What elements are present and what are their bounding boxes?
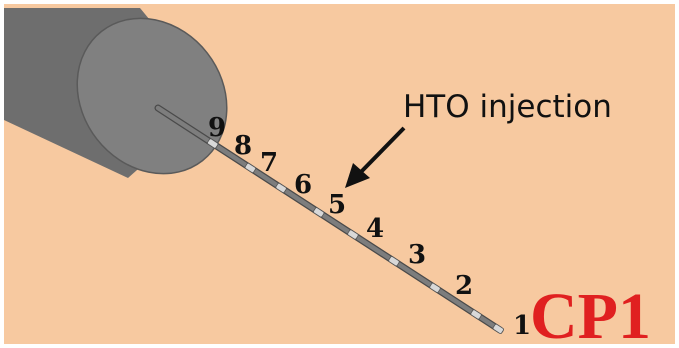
packer-4 bbox=[313, 207, 325, 218]
interval-label-5: 5 bbox=[328, 190, 346, 220]
packer-5 bbox=[347, 229, 359, 240]
interval-label-4: 4 bbox=[366, 214, 384, 244]
packer-6 bbox=[388, 256, 400, 267]
interval-labels: 9 8 7 6 5 4 3 2 1 bbox=[208, 113, 531, 341]
packer-3 bbox=[275, 182, 287, 193]
annotation-text: HTO injection bbox=[403, 89, 612, 125]
interval-label-9: 9 bbox=[208, 113, 226, 143]
packer-1 bbox=[207, 138, 219, 149]
cylinder-face bbox=[76, 17, 228, 175]
interval-label-8: 8 bbox=[234, 131, 252, 161]
packer-8 bbox=[470, 309, 482, 320]
interval-label-6: 6 bbox=[294, 170, 312, 200]
interval-label-1: 1 bbox=[513, 311, 531, 341]
borehole bbox=[154, 104, 504, 334]
borehole-packers bbox=[207, 138, 504, 334]
cp1-label: CP1 bbox=[530, 280, 651, 348]
packer-2 bbox=[244, 162, 256, 174]
hto-annotation: HTO injection bbox=[345, 89, 612, 188]
interval-label-3: 3 bbox=[408, 240, 426, 270]
annotation-arrow-head bbox=[345, 163, 370, 188]
interval-label-7: 7 bbox=[260, 148, 278, 178]
cylinder-tunnel bbox=[4, 8, 228, 178]
annotation-arrow-shaft bbox=[356, 126, 406, 177]
packer-9 bbox=[492, 323, 504, 334]
interval-label-2: 2 bbox=[455, 271, 473, 301]
packer-7 bbox=[429, 282, 441, 293]
